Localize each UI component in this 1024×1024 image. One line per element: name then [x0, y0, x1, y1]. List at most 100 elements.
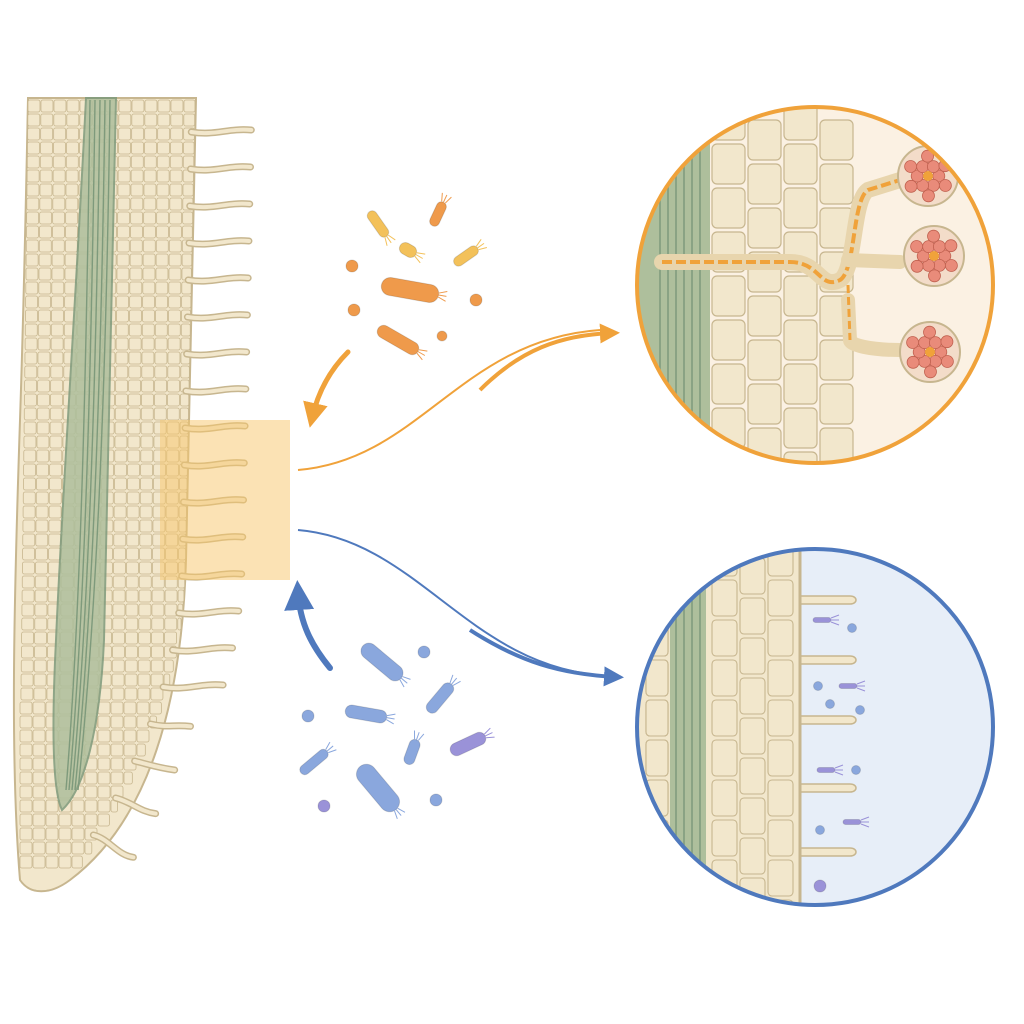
root-cell [154, 337, 168, 351]
root-cell [51, 309, 64, 323]
root-cell [36, 449, 50, 463]
root-cell [110, 715, 124, 729]
root-cell [65, 169, 79, 183]
rod-bacterium [398, 242, 426, 264]
root-cell [156, 225, 169, 239]
cortex-cell [711, 363, 746, 405]
root-cell [118, 141, 131, 155]
epidermis-cell [711, 699, 738, 737]
root-cell [142, 267, 156, 281]
cortex-cell [783, 275, 818, 317]
root-cell [111, 673, 125, 687]
epidermis-cell [645, 579, 669, 617]
root-cell [23, 477, 36, 491]
root-nodule [903, 225, 965, 287]
root-cell [142, 295, 156, 309]
root-cell [128, 379, 142, 393]
root-cell [117, 211, 131, 225]
epidermis-cell [767, 659, 794, 697]
root-cell [49, 463, 63, 477]
root-cell [157, 127, 171, 141]
root-hair-fill [176, 608, 241, 617]
rod-bacterium [453, 239, 488, 267]
root-cell [48, 547, 61, 561]
root-cell [22, 519, 36, 533]
root-cell [24, 323, 38, 337]
epidermis-cell [645, 579, 669, 617]
epidermis-cell [711, 619, 738, 657]
root-cell [19, 743, 33, 757]
root-cell [168, 281, 182, 295]
root-cell [118, 113, 132, 127]
root-cell [19, 785, 33, 799]
root-cell [181, 281, 192, 295]
coccus-bacterium [825, 699, 835, 709]
root-cell [139, 505, 153, 519]
root-cell [26, 197, 40, 211]
root-hair-fill [189, 127, 254, 136]
cortex-cell [711, 451, 746, 463]
root-cell [139, 547, 153, 561]
root-cell [38, 253, 52, 267]
root-cell [45, 827, 59, 841]
root-cell [111, 659, 125, 673]
root-cell [167, 351, 181, 365]
vascular-strand [68, 99, 96, 791]
coccus-bacterium [813, 681, 823, 691]
root-cell [112, 575, 126, 589]
root-cell [139, 561, 152, 575]
root-cell [169, 197, 183, 211]
root-cell [40, 113, 54, 127]
root-cell [137, 673, 151, 687]
root-cell [168, 253, 182, 267]
coccus-bacterium [815, 825, 825, 835]
root-cell [114, 449, 128, 463]
root-cell [97, 743, 111, 757]
coccus-bacterium [436, 330, 448, 342]
cortex-cell [783, 407, 818, 449]
root-cell [22, 505, 36, 519]
root-cell [22, 547, 36, 561]
root-cell [25, 253, 39, 267]
root-cell [58, 827, 72, 841]
root-cell [19, 827, 33, 841]
root-cell [20, 659, 34, 673]
root-cell [183, 113, 196, 127]
root-cell [58, 813, 72, 827]
root-cell [35, 561, 48, 575]
root-cell [32, 715, 46, 729]
root-cell [117, 225, 130, 239]
vascular-strand [71, 99, 101, 791]
vascular-core [52, 97, 118, 812]
root-cell [51, 267, 65, 281]
root-cell [141, 379, 155, 393]
root-cell [115, 393, 128, 407]
root-cell [66, 141, 79, 155]
epidermis-cell [711, 739, 738, 777]
root-cell [127, 477, 140, 491]
vascular-strand [65, 99, 91, 791]
root-cell [26, 211, 40, 225]
root-cell [169, 155, 183, 169]
root-cell [169, 169, 183, 183]
root-cell [116, 267, 130, 281]
root-cell [113, 547, 126, 561]
root-hair-fill [170, 645, 235, 654]
root-cell [45, 813, 59, 827]
root-cell [151, 589, 165, 603]
root-cell [58, 841, 72, 855]
coccus-bacterium [855, 705, 865, 715]
root-cell [142, 239, 156, 253]
root-cell [114, 407, 128, 421]
epidermis-cell [645, 619, 669, 657]
root-cell [150, 673, 164, 687]
root-cell [113, 519, 127, 533]
rod-bacterium [403, 730, 425, 766]
coccus-bacterium [345, 259, 359, 273]
orange-connector-arrowhead-segment [478, 323, 620, 392]
root-cell [35, 505, 49, 519]
root-cell [97, 701, 111, 715]
root-cell [21, 631, 34, 645]
root-cell [116, 281, 130, 295]
root-cell [64, 253, 78, 267]
